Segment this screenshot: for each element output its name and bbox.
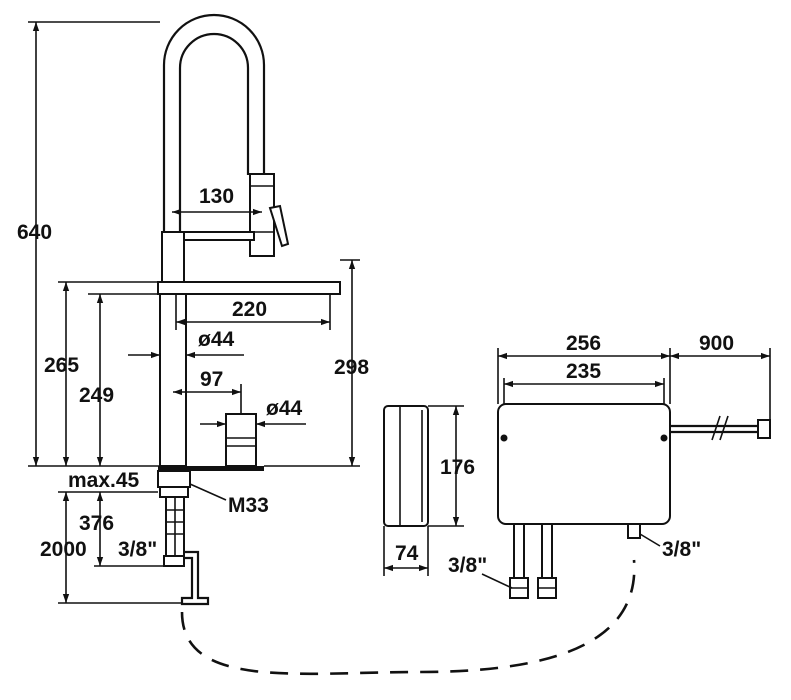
dim-lever-offset: 97 xyxy=(200,368,223,391)
dim-unit-side-connection: 3/8" xyxy=(662,538,701,561)
faucet-spout-inner xyxy=(178,32,250,232)
dim-tap-connection: 3/8" xyxy=(118,538,157,561)
faucet-spout-outer xyxy=(162,13,266,232)
heater-side-body xyxy=(383,405,429,527)
heater-front-body xyxy=(497,403,671,525)
dim-body-diameter: ø44 xyxy=(198,328,235,351)
faucet-body xyxy=(159,293,187,467)
faucet-dimensions: 640 265 249 130 220 298 ø44 97 xyxy=(17,21,369,604)
faucet-spout-bar xyxy=(157,281,341,295)
heater-side-view: 176 74 xyxy=(383,405,475,576)
mount-screw-left xyxy=(500,434,508,442)
dim-spout-reach: 130 xyxy=(199,185,234,208)
heater-side-connection xyxy=(627,523,641,539)
dashed-hose-path xyxy=(180,559,636,676)
dim-thread: M33 xyxy=(228,494,269,517)
dim-unit-connections: 3/8" xyxy=(448,554,487,577)
dim-unit-width-inner: 235 xyxy=(566,360,601,383)
counter-top xyxy=(158,466,264,471)
hose-elbow xyxy=(180,550,210,606)
fixing-nut xyxy=(157,470,191,488)
dim-overall-height: 640 xyxy=(17,221,52,244)
mount-screw-right xyxy=(660,434,668,442)
dim-body-height: 298 xyxy=(334,356,369,379)
heater-front-view: 256 235 900 3/8" 3/8" xyxy=(448,332,771,599)
faucet-upper-body xyxy=(161,231,185,283)
dim-unit-depth: 74 xyxy=(395,542,419,565)
spray-trigger xyxy=(268,204,290,248)
dim-hose-height: 376 xyxy=(79,512,114,535)
dim-max-deck: max.45 xyxy=(68,469,140,492)
heater-pipe-right xyxy=(541,523,553,581)
heater-pipe-left xyxy=(513,523,525,581)
spout-arm xyxy=(177,231,255,241)
dim-hose-length: 2000 xyxy=(40,538,87,561)
dim-spout-length: 220 xyxy=(232,298,267,321)
dim-unit-height: 176 xyxy=(440,456,475,479)
dim-cable-length: 900 xyxy=(699,332,734,355)
dim-lever-diameter: ø44 xyxy=(266,397,303,420)
dim-unit-width-outer: 256 xyxy=(566,332,601,355)
dim-base-to-spout: 265 xyxy=(44,354,79,377)
dim-base-to-outlet: 249 xyxy=(79,384,114,407)
faucet-lever xyxy=(225,413,257,467)
